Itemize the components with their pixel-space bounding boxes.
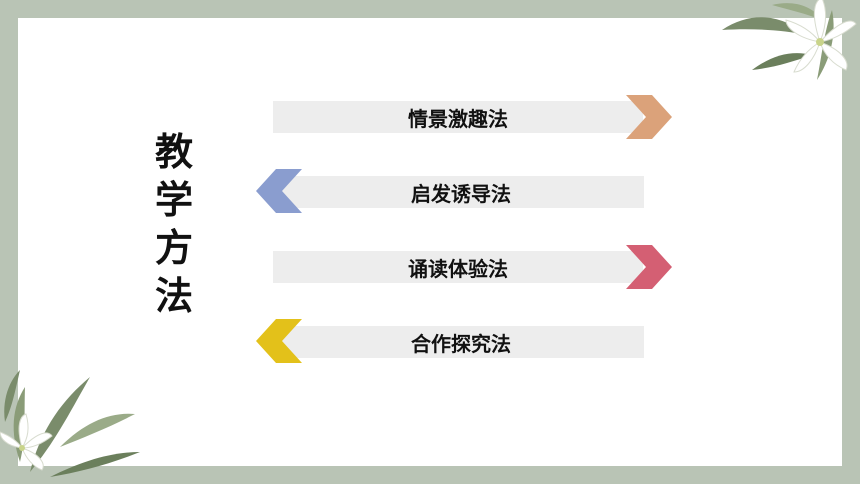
title-char: 法 (154, 274, 193, 318)
chevron-left-icon (256, 169, 302, 213)
chevron-shape (256, 169, 302, 213)
slide-canvas (18, 18, 842, 466)
method-label: 情景激趣法 (408, 106, 508, 131)
lily-flower-bottom-left-icon (0, 370, 140, 477)
chevron-right-icon (626, 95, 672, 139)
chevron-shape (626, 95, 672, 139)
chevron-shape (626, 245, 672, 289)
chevron-shape (256, 319, 302, 363)
title-char: 教 (154, 130, 193, 174)
vertical-title: 教 学 方 法 (150, 128, 198, 320)
chevron-left-icon (256, 319, 302, 363)
lily-flower-top-right-icon (722, 0, 857, 80)
method-label: 启发诱导法 (411, 181, 511, 206)
method-item-1: 情景激趣法 (273, 101, 643, 133)
title-char: 方 (154, 226, 193, 270)
method-item-3: 诵读体验法 (273, 251, 643, 283)
method-label: 合作探究法 (411, 331, 511, 356)
method-item-4: 合作探究法 (278, 326, 644, 358)
chevron-right-icon (626, 245, 672, 289)
method-label: 诵读体验法 (408, 256, 508, 281)
title-char: 学 (154, 178, 193, 222)
method-item-2: 启发诱导法 (278, 176, 644, 208)
